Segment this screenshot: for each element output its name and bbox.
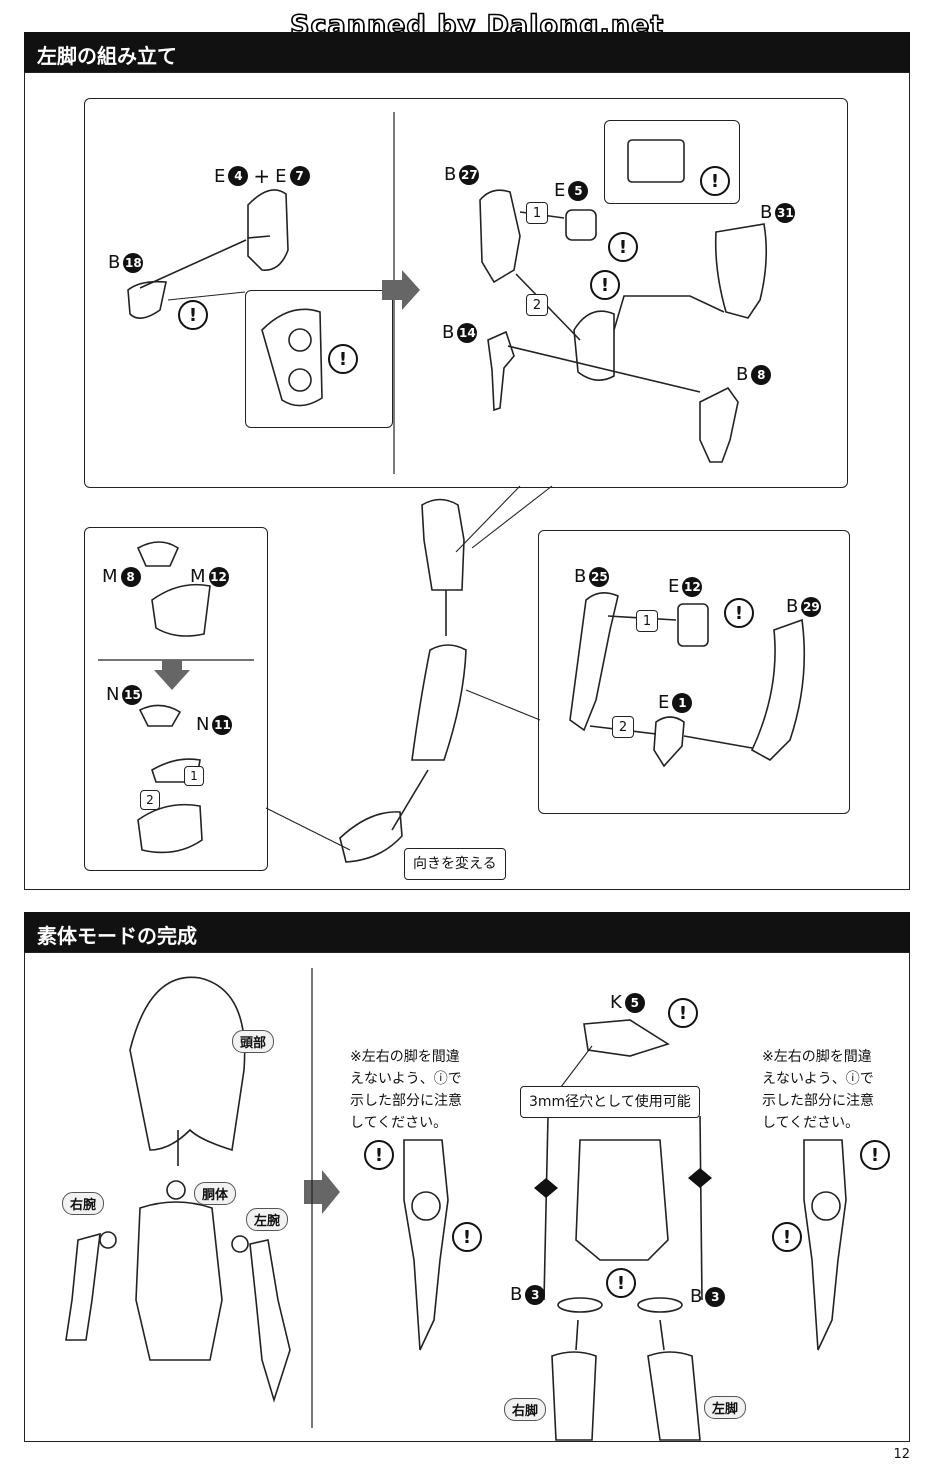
warning-icon: !: [590, 270, 620, 300]
torso-part: [135, 1201, 223, 1361]
turn-direction-callout: 向きを変える: [404, 848, 506, 880]
thigh-part: [421, 498, 465, 591]
right-arrow-icon: [304, 1170, 340, 1214]
shin-part: [411, 644, 467, 761]
warning-icon: !: [606, 1268, 636, 1298]
assembly-line: [139, 239, 247, 289]
left-leg-section-frame: [24, 72, 910, 890]
right-arm-part: [65, 1232, 101, 1341]
step-marker: 2: [526, 294, 548, 316]
step-marker: 2: [140, 790, 160, 810]
part-foot-bottom: [137, 803, 203, 854]
warning-icon: !: [364, 1140, 394, 1170]
right-arrow-icon: [382, 270, 420, 310]
label-head: 頭部: [232, 1030, 275, 1053]
head-part: [129, 976, 246, 1152]
warning-icon: !: [668, 998, 698, 1028]
part-e5: [565, 209, 597, 241]
part-b29: [750, 618, 806, 761]
complete-section-frame: [24, 952, 910, 1442]
part-e4-e7: [247, 189, 289, 271]
warning-icon: !: [860, 1140, 890, 1170]
part-b27: [479, 189, 521, 284]
page-number: 12: [893, 1447, 910, 1462]
leg-right-view: [803, 1139, 847, 1351]
foot-assembly-panel: [84, 527, 268, 871]
part-k5: [583, 1019, 670, 1057]
note-left: ※左右の脚を間違えないよう、ⓘで示した部分に注意してください。: [350, 1049, 462, 1131]
warning-icon: !: [772, 1222, 802, 1252]
part-n15: [138, 704, 182, 727]
warning-icon: !: [724, 598, 754, 628]
label-right-arm: 右腕: [62, 1192, 105, 1215]
part-e12: [677, 603, 709, 647]
down-arrow-icon: [154, 660, 190, 690]
part-b14: [487, 330, 515, 412]
step-marker: 1: [636, 610, 658, 632]
label-left-leg: 左脚: [704, 1396, 747, 1419]
part-b31: [714, 223, 768, 319]
part-m8: [136, 541, 180, 567]
hips-part: [575, 1139, 669, 1261]
label-torso: 胴体: [194, 1182, 237, 1205]
left-shin: [647, 1351, 701, 1441]
detail-part: [261, 308, 323, 407]
left-arm-part: [249, 1239, 291, 1403]
part-b25: [569, 592, 619, 732]
section-header-complete: 素体モードの完成: [24, 912, 910, 952]
step-marker: 1: [184, 766, 204, 786]
label-left-arm: 左腕: [246, 1208, 289, 1231]
hole-usage-callout: 3mm径穴として使用可能: [520, 1086, 700, 1118]
connector-detail: [627, 139, 685, 183]
section-title: 素体モードの完成: [37, 924, 197, 948]
label-right-leg: 右脚: [504, 1398, 547, 1421]
warning-icon: !: [608, 232, 638, 262]
right-shin: [551, 1351, 597, 1441]
section-title: 左脚の組み立て: [37, 44, 177, 68]
part-b18: [127, 280, 167, 319]
note-right: ※左右の脚を間違えないよう、ⓘで示した部分に注意してください。: [762, 1049, 874, 1131]
part-joint: [573, 310, 615, 381]
part-m12: [151, 583, 211, 637]
warning-icon: !: [328, 344, 358, 374]
foot-part: [339, 811, 403, 863]
warning-icon: !: [452, 1222, 482, 1252]
leg-left-view: [403, 1139, 449, 1351]
step-marker: 1: [526, 202, 548, 224]
warning-icon: !: [178, 300, 208, 330]
part-b8: [699, 386, 739, 463]
step-marker: 2: [612, 716, 634, 738]
section-header-left-leg: 左脚の組み立て: [24, 32, 910, 72]
warning-icon: !: [700, 166, 730, 196]
part-e1: [653, 716, 685, 768]
